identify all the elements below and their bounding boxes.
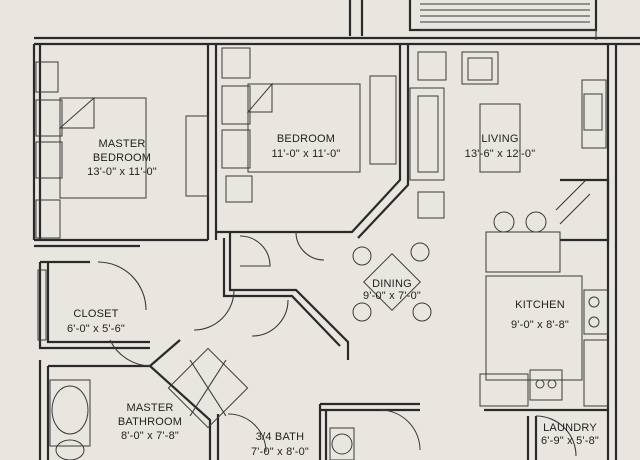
kitchen-name: KITCHEN [515, 299, 565, 311]
dining-size: 9'-0" x 7'-0" [363, 290, 421, 302]
walls [32, 0, 640, 460]
bedroom-size: 11'-0" x 11'-0" [271, 148, 340, 160]
bedroom-name: BEDROOM [277, 133, 335, 145]
master-bedroom-size: 13'-0" x 11'-0" [87, 166, 157, 178]
master-bedroom-name-2: BEDROOM [93, 152, 151, 164]
master-bathroom-name-1: MASTER [126, 402, 173, 414]
laundry-size: 6'-9" x 5'-8" [541, 435, 599, 447]
living-name: LIVING [481, 133, 518, 145]
master-bedroom-name-1: MASTER [98, 138, 145, 150]
three-quarter-bath-size: 7'-0" x 8'-0" [251, 446, 309, 458]
dining-name: DINING [372, 278, 412, 290]
closet-name: CLOSET [73, 308, 118, 320]
furniture [35, 47, 609, 460]
living-size: 13'-6" x 12'-0" [465, 148, 536, 160]
kitchen-size: 9'-0" x 8'-8" [511, 319, 569, 331]
master-bathroom-name-2: BATHROOM [118, 416, 182, 428]
master-bathroom-size: 8'-0" x 7'-8" [121, 430, 179, 442]
room-labels: MASTER BEDROOM 13'-0" x 11'-0" BEDROOM 1… [67, 133, 599, 458]
three-quarter-bath-name: 3/4 BATH [256, 431, 304, 443]
closet-size: 6'-0" x 5'-6" [67, 323, 125, 335]
laundry-name: LAUNDRY [543, 422, 597, 434]
